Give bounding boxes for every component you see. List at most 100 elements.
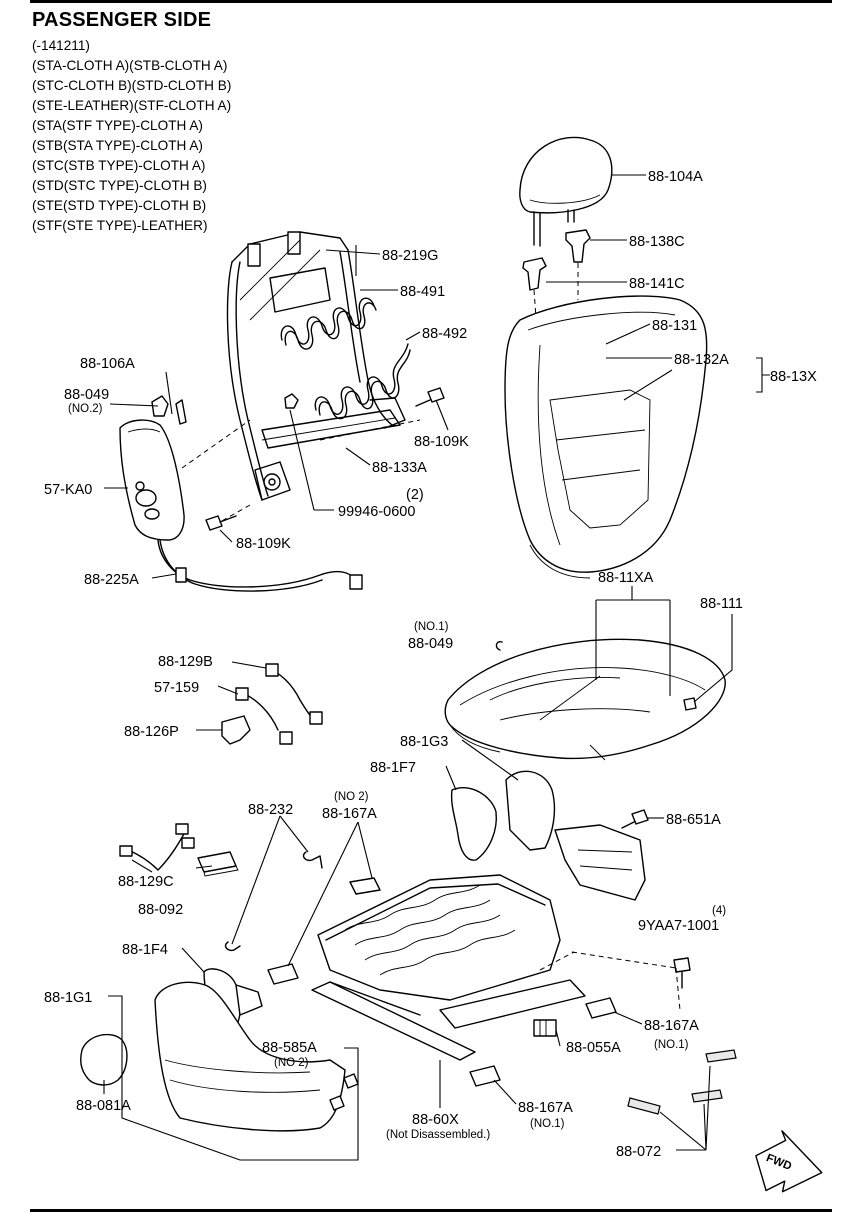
seatback-spring-lower[interactable] xyxy=(314,343,411,420)
control-module[interactable] xyxy=(197,851,239,877)
label-88-167A-no2: 88-167A xyxy=(322,806,377,822)
frame-bolt-lower[interactable] xyxy=(205,515,237,531)
trim-clip-no2-a[interactable] xyxy=(349,877,381,895)
knob-fastener[interactable] xyxy=(151,395,169,417)
seatback-cover[interactable] xyxy=(504,295,708,579)
label-no1: (NO.1) xyxy=(414,621,449,633)
label-88-126P: 88-126P xyxy=(124,724,179,740)
spec-note: (STA(STF TYPE)-CLOTH A) xyxy=(32,118,203,133)
headrest-guide[interactable] xyxy=(522,257,547,291)
label-88-1F4: 88-1F4 xyxy=(122,942,168,958)
label-88-109K-lower: 88-109K xyxy=(236,536,291,552)
fwd-arrow-icon xyxy=(755,1130,823,1193)
label-no2: (NO 2) xyxy=(274,1057,309,1069)
label-88-232: 88-232 xyxy=(248,802,293,818)
label-57-KA0: 57-KA0 xyxy=(44,482,92,498)
clip[interactable] xyxy=(175,399,187,425)
label-88-131: 88-131 xyxy=(652,318,697,334)
label-88-167A-no1-right: 88-167A xyxy=(644,1018,699,1034)
spec-note: (STE(STD TYPE)-CLOTH B) xyxy=(32,198,207,213)
label-88-072: 88-072 xyxy=(616,1144,661,1160)
trim-clip-no2-b[interactable] xyxy=(267,963,299,985)
label-88-1F7: 88-1F7 xyxy=(370,760,416,776)
label-88-106A: 88-106A xyxy=(80,356,135,372)
label-qty-4: (4) xyxy=(712,905,726,917)
seat-cushion-cover[interactable] xyxy=(444,638,726,761)
spec-note: (STF(STE TYPE)-LEATHER) xyxy=(32,218,208,233)
spec-note: (STE-LEATHER)(STF-CLOTH A) xyxy=(32,98,232,113)
seat-knob[interactable] xyxy=(80,1033,128,1086)
label-88-049-no2: 88-049 xyxy=(64,387,109,403)
label-88-129C: 88-129C xyxy=(118,874,174,890)
front-cover[interactable] xyxy=(505,770,556,851)
label-88-081A: 88-081A xyxy=(76,1098,131,1114)
trim-clip-no1-b[interactable] xyxy=(469,1065,501,1087)
label-88-1G3: 88-1G3 xyxy=(400,734,448,750)
sensor-harness[interactable] xyxy=(265,663,323,725)
spec-note: (-141211) xyxy=(32,38,90,53)
label-88-219G: 88-219G xyxy=(382,248,438,264)
spec-notes: (-141211) (STA-CLOTH A)(STB-CLOTH A) (ST… xyxy=(32,36,231,236)
push-nut[interactable] xyxy=(284,393,299,409)
spec-note: (STD(STC TYPE)-CLOTH B) xyxy=(32,178,207,193)
label-no2: (NO.2) xyxy=(68,403,103,415)
label-57-159: 57-159 xyxy=(154,680,199,696)
spec-note: (STA-CLOTH A)(STB-CLOTH A) xyxy=(32,58,228,73)
label-qty-2: (2) xyxy=(406,487,424,503)
label-88-60X: 88-60X xyxy=(412,1112,459,1128)
label-no1: (NO.1) xyxy=(530,1118,565,1130)
slide-cover-pads[interactable] xyxy=(627,1049,737,1115)
label-88-109K-upper: 88-109K xyxy=(414,434,469,450)
headrest-guide-lock[interactable] xyxy=(565,229,591,263)
label-no2: (NO 2) xyxy=(334,791,369,803)
label-88-585A: 88-585A xyxy=(262,1040,317,1056)
seat-frame[interactable] xyxy=(311,874,586,1061)
bolt-9yaa7[interactable] xyxy=(673,957,691,989)
label-88-167A-no1-bottom: 88-167A xyxy=(518,1100,573,1116)
label-88-11XA: 88-11XA xyxy=(598,570,654,586)
leader-lines xyxy=(103,174,770,1161)
harness-129c[interactable] xyxy=(119,823,195,871)
side-shield-outer[interactable] xyxy=(154,981,346,1132)
label-88-092: 88-092 xyxy=(138,902,183,918)
label-88-138C: 88-138C xyxy=(629,234,685,250)
label-99946-0600: 99946-0600 xyxy=(338,504,415,520)
spec-note: (STC-CLOTH B)(STD-CLOTH B) xyxy=(32,78,232,93)
label-not-disassembled: (Not Disassembled.) xyxy=(386,1129,490,1141)
label-88-141C: 88-141C xyxy=(629,276,685,292)
label-88-13X: 88-13X xyxy=(770,369,817,385)
label-9YAA7-1001: 9YAA7-1001 xyxy=(638,918,719,934)
label-88-225A: 88-225A xyxy=(84,572,139,588)
top-border xyxy=(30,0,832,3)
headrest[interactable] xyxy=(519,136,613,247)
seatback-frame[interactable] xyxy=(226,231,406,501)
spec-note: (STB(STA TYPE)-CLOTH A) xyxy=(32,138,203,153)
cushion-clip[interactable] xyxy=(683,697,697,711)
switch-connector[interactable] xyxy=(533,1019,557,1037)
spec-note: (STC(STB TYPE)-CLOTH A) xyxy=(32,158,206,173)
label-88-111: 88-111 xyxy=(700,596,743,612)
bottom-border xyxy=(30,1209,832,1212)
inner-shield[interactable] xyxy=(450,787,497,861)
harness-clip[interactable] xyxy=(221,715,251,745)
sensor-harness-b[interactable] xyxy=(235,687,293,745)
part-labels: 88-104A 88-138C 88-141C 88-131 88-132A 8… xyxy=(44,169,817,1173)
label-88-132A: 88-132A xyxy=(674,352,729,368)
frame-bolt-upper[interactable] xyxy=(415,387,445,407)
retainer-232[interactable] xyxy=(224,851,323,952)
cushion-hook[interactable] xyxy=(495,640,503,651)
label-88-651A: 88-651A xyxy=(666,812,721,828)
label-88-129B: 88-129B xyxy=(158,654,213,670)
screw-585a[interactable] xyxy=(329,1073,359,1111)
label-88-1G1: 88-1G1 xyxy=(44,990,92,1006)
side-shield-switch[interactable] xyxy=(119,419,185,541)
label-88-104A: 88-104A xyxy=(648,169,703,185)
page-title: PASSENGER SIDE xyxy=(32,9,212,31)
trim-clip-no1-a[interactable] xyxy=(585,997,617,1019)
seatback-spring-upper[interactable] xyxy=(280,297,377,350)
side-cover-panel[interactable] xyxy=(554,824,646,901)
label-88-055A: 88-055A xyxy=(566,1040,621,1056)
screw-651a[interactable] xyxy=(621,809,649,829)
seat-harness[interactable] xyxy=(157,539,363,592)
